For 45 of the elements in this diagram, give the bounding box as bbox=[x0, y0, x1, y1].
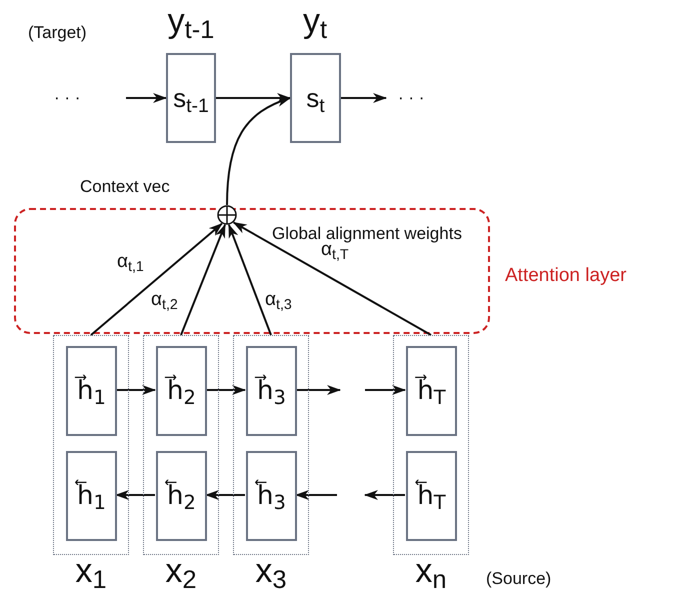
arrow bbox=[364, 490, 405, 500]
state-box bbox=[290, 53, 341, 143]
side-label: (Target) bbox=[28, 23, 87, 42]
state-box bbox=[66, 451, 117, 541]
arrow bbox=[115, 490, 155, 500]
caption-text: x$_{3}$ bbox=[255, 552, 287, 590]
state-box bbox=[66, 346, 117, 436]
state-box bbox=[166, 53, 216, 143]
state-box bbox=[156, 346, 207, 436]
column-frame bbox=[233, 335, 309, 555]
column-frame bbox=[393, 335, 469, 555]
column-frame bbox=[53, 335, 129, 555]
caption-text: y$_{t}$ bbox=[302, 2, 328, 40]
region-label: Attention layer bbox=[505, 265, 626, 286]
sum-circle bbox=[217, 205, 237, 225]
arrow bbox=[126, 93, 167, 103]
arrow bbox=[296, 385, 341, 395]
state-box bbox=[406, 346, 457, 436]
ellipsis: · · · bbox=[54, 87, 80, 110]
state-box bbox=[246, 346, 297, 436]
state-label: s$_{t-1}$ bbox=[173, 85, 209, 111]
arrow bbox=[226, 97, 291, 206]
caption-text: x$_{1}$ bbox=[75, 552, 107, 590]
arrow bbox=[90, 222, 223, 336]
arrow bbox=[295, 490, 337, 500]
side-label: (Source) bbox=[486, 569, 552, 588]
state-box bbox=[246, 451, 297, 541]
state-label: s$_{t}$ bbox=[306, 85, 325, 111]
arrow bbox=[116, 385, 156, 395]
arrow bbox=[232, 222, 432, 336]
caption-text: y$_{t-1}$ bbox=[168, 2, 214, 40]
arrow bbox=[206, 385, 246, 395]
column-frame bbox=[143, 335, 219, 555]
ellipsis: · · · bbox=[398, 87, 424, 110]
arrow bbox=[365, 385, 406, 395]
arrow bbox=[228, 224, 272, 336]
caption-text: x$_{n}$ bbox=[415, 552, 447, 590]
arrow bbox=[180, 224, 226, 336]
arrow bbox=[341, 93, 387, 103]
arrow bbox=[216, 93, 291, 103]
arrow bbox=[205, 490, 245, 500]
annotation-text: Context vec bbox=[80, 177, 170, 196]
state-box bbox=[156, 451, 207, 541]
caption-text: x$_{2}$ bbox=[165, 552, 197, 590]
state-box bbox=[406, 451, 457, 541]
